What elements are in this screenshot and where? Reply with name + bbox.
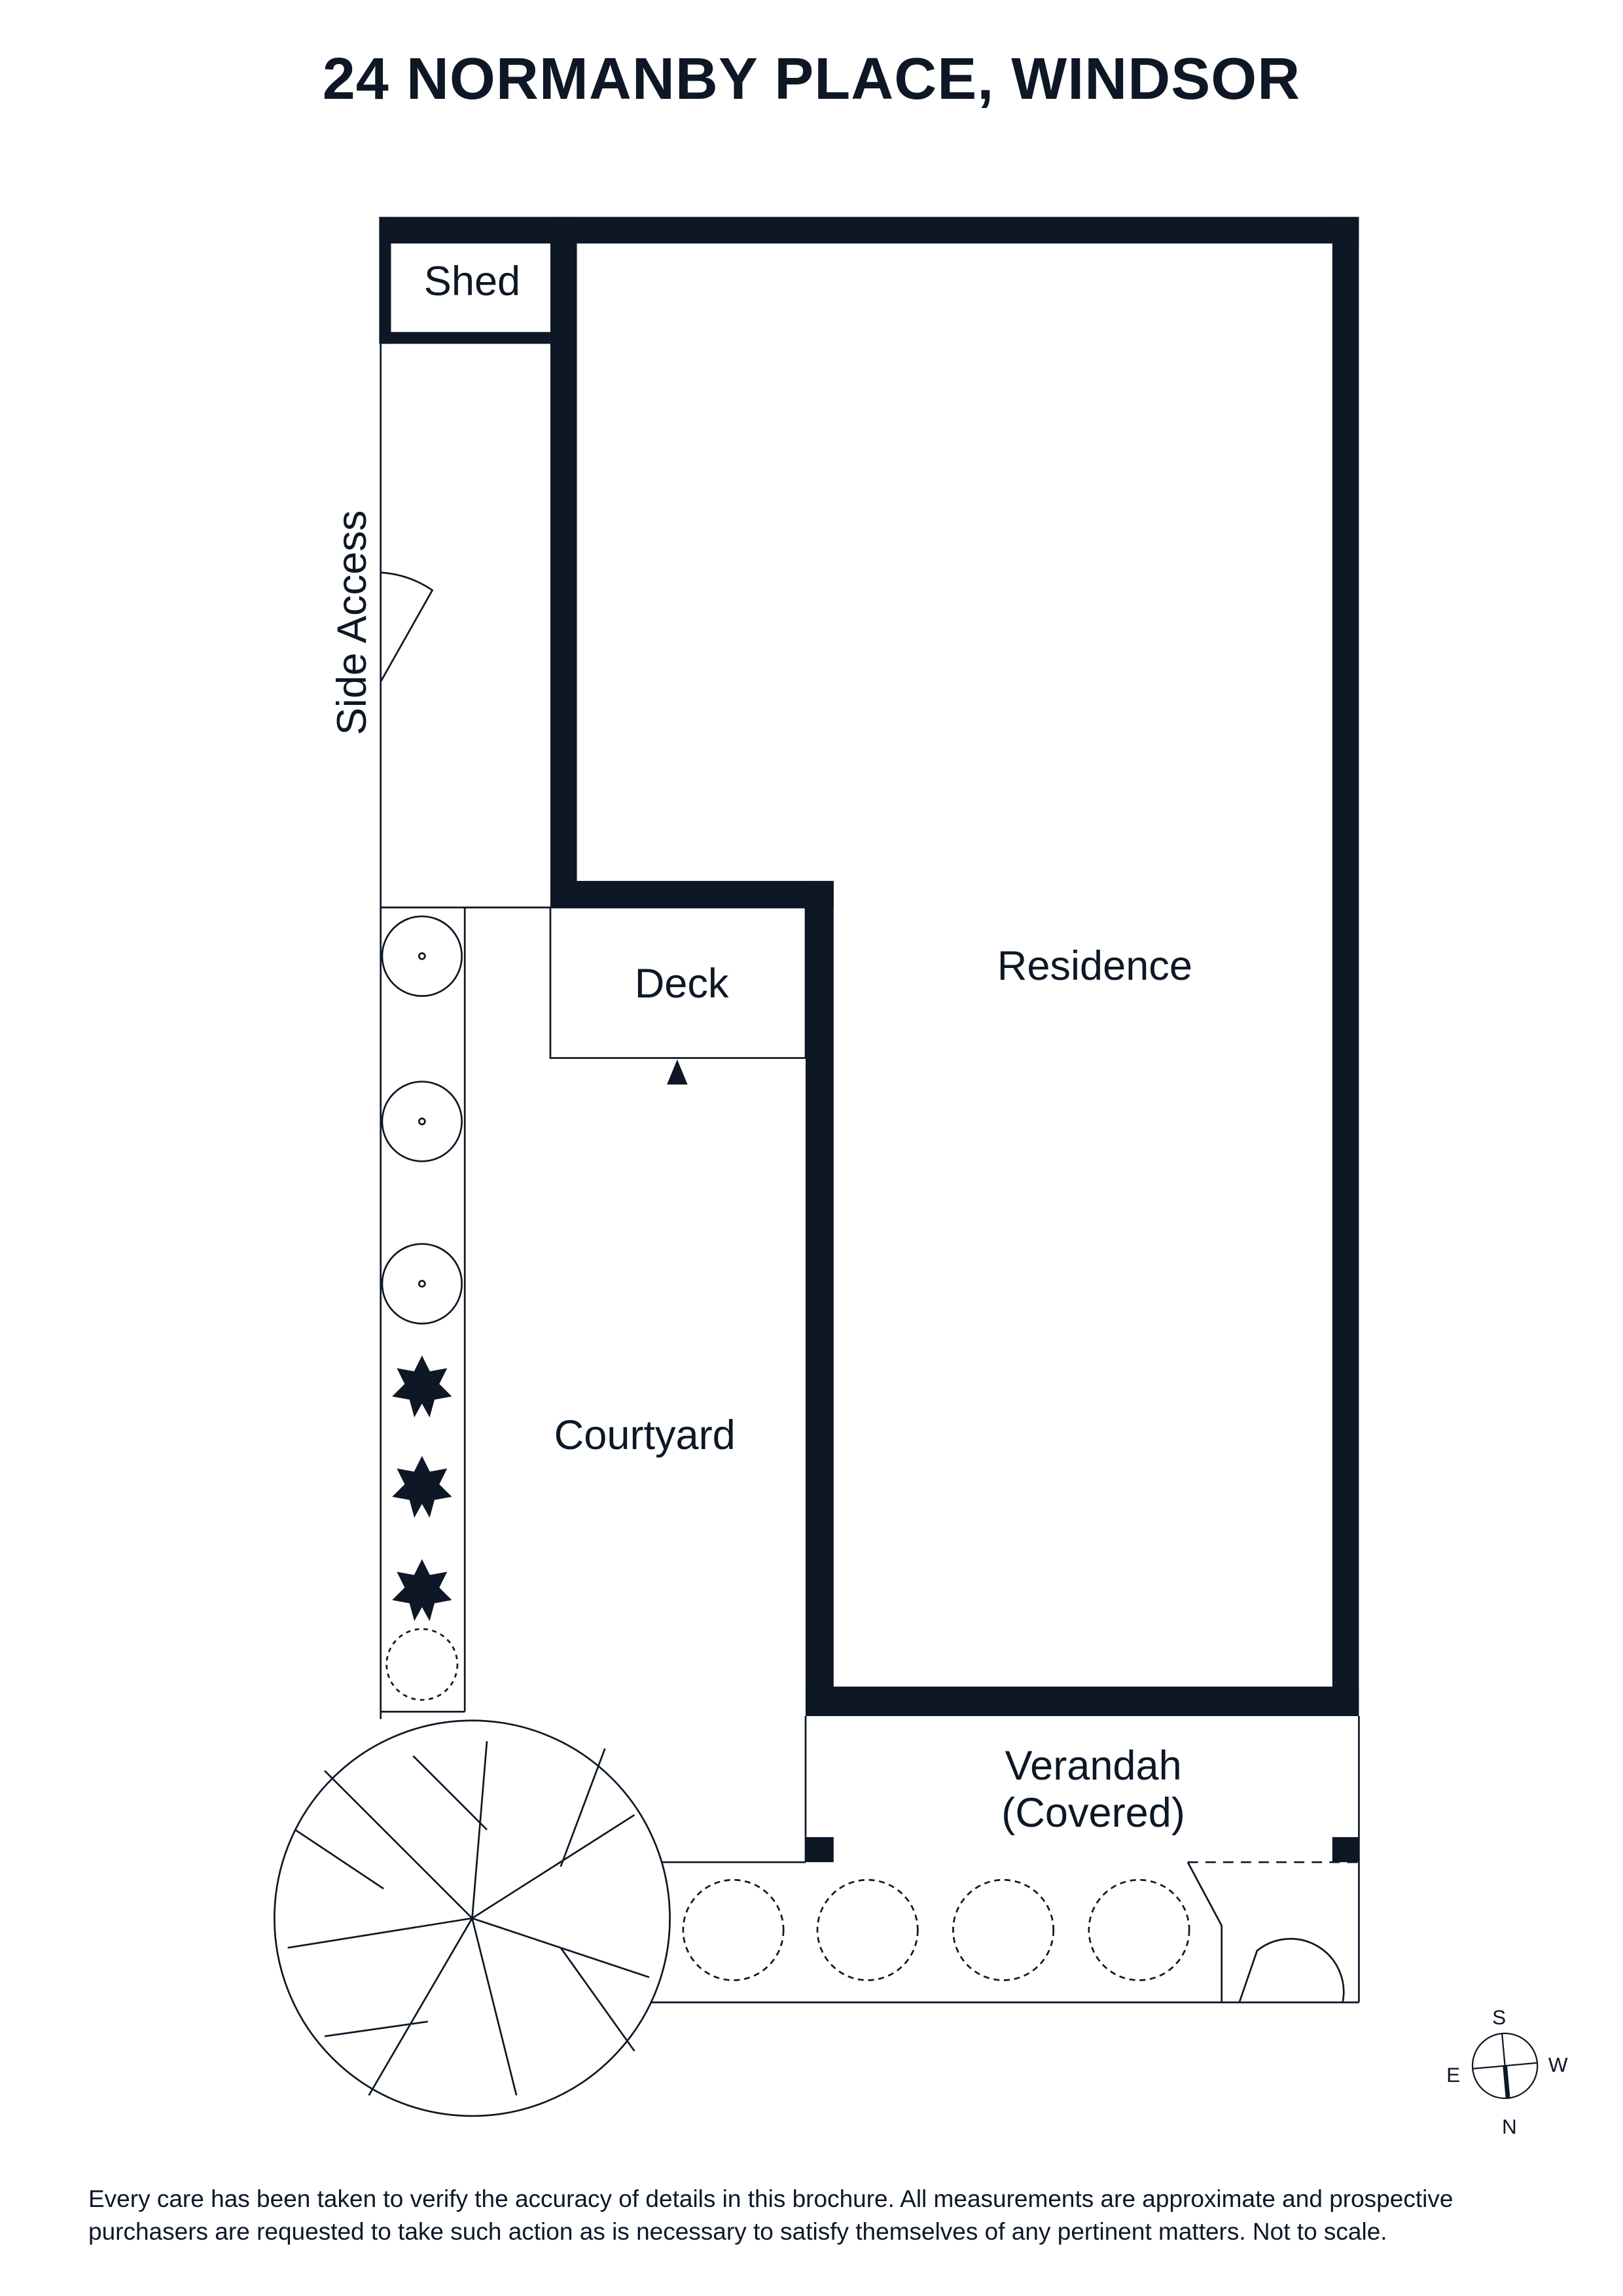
side-door-swing [380,571,434,683]
room-label-courtyard: Courtyard [554,1412,736,1458]
verandah-post [805,1837,834,1863]
room-label-verandah: Verandah [1005,1743,1181,1789]
round-shrub-icon [381,1243,463,1325]
bush-icon [682,1878,785,1981]
bush-icon [816,1878,919,1981]
compass-w: W [1548,2053,1568,2076]
garden-shrubs [274,915,1190,2117]
bush-icon [385,1628,459,1701]
verandah-post [1332,1837,1359,1863]
room-label-residence: Residence [997,943,1192,989]
walls [379,217,1359,1863]
bush-icon [1088,1878,1190,1981]
bush-icon [952,1878,1055,1981]
room-label-side-access: Side Access [329,511,375,736]
room-label-verandah-covered: (Covered) [1001,1790,1185,1836]
disclaimer-text: Every care has been taken to verify the … [88,2185,1454,2245]
tree-icon [274,1719,671,2117]
compass-s: S [1492,2005,1506,2029]
flower-plant-icon [392,1456,452,1518]
compass-icon: S W E N [1446,2005,1568,2138]
gate-door-swing [1238,1938,1345,2003]
flower-plant-icon [392,1355,452,1418]
room-label-shed: Shed [424,259,520,304]
entry-arrow-icon [667,1059,688,1085]
round-shrub-icon [381,1081,463,1162]
compass-n: N [1502,2115,1517,2138]
flower-plant-icon [392,1559,452,1621]
page-title: 24 NORMANBY PLACE, WINDSOR [322,46,1301,112]
compass-e: E [1446,2063,1460,2087]
room-label-deck: Deck [635,961,729,1007]
round-shrub-icon [381,915,463,997]
thin-lines [380,344,1360,2003]
